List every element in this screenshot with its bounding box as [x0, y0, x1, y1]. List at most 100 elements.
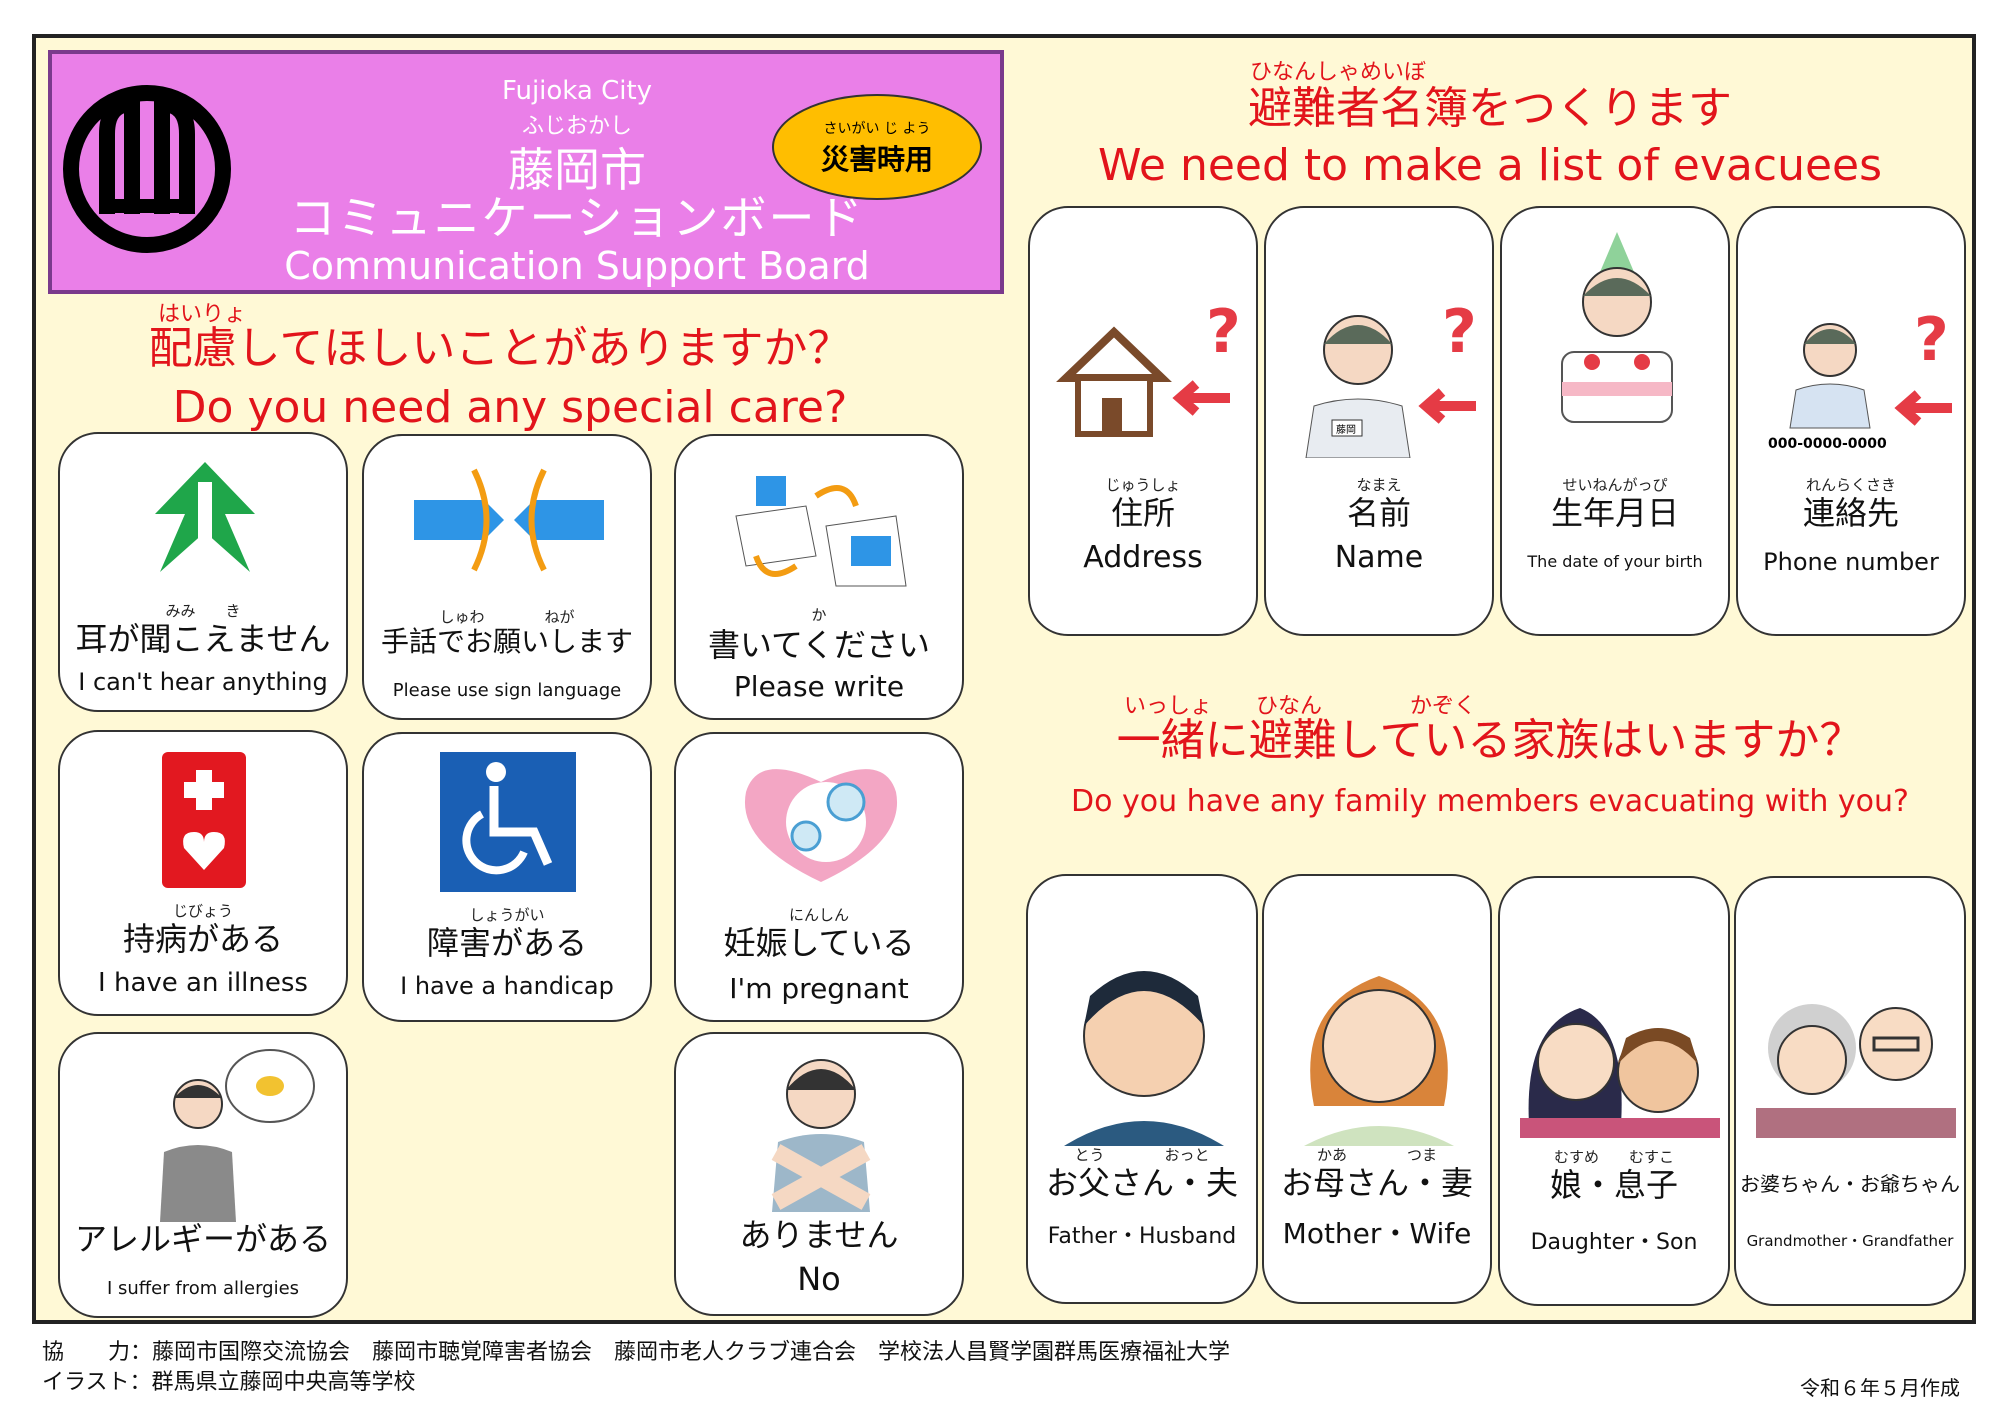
person-nametag-icon: 藤岡 ? — [1305, 297, 1477, 458]
card-phone-number[interactable]: ? 000-0000-0000 れんらくさき 連絡先 Phone number — [1736, 206, 1966, 636]
card-ruby: みみ き — [165, 602, 241, 620]
footer-date: 令和６年５月作成 — [1800, 1376, 1960, 1400]
evacuee-list-question-jp: 避難者名簿をつくります — [1248, 83, 1732, 134]
birthday-cake-icon — [1561, 232, 1673, 423]
person-phone-icon: ? 000-0000-0000 — [1768, 308, 1952, 448]
card-label-en: Daughter・Son — [1530, 1230, 1698, 1255]
card-sign-language[interactable]: しゅわ ねが 手話でお願いします Please use sign languag… — [362, 434, 652, 720]
family-question-en: Do you have any family members evacuatin… — [1071, 784, 1909, 819]
card-label-en: I have an illness — [98, 968, 308, 998]
wheelchair-icon — [440, 752, 576, 892]
card-ruby: しょうがい — [469, 906, 545, 924]
card-label-jp: 娘・息子 — [1549, 1166, 1678, 1204]
board-title-jp: コミュニケーションボード — [289, 191, 865, 245]
card-label-en: Address — [1083, 540, 1203, 575]
card-label-en: The date of your birth — [1527, 552, 1703, 571]
card-label-jp: 耳が聞こえません — [75, 620, 331, 658]
sign-language-hands-icon — [414, 468, 604, 572]
city-emblem-icon — [63, 85, 231, 253]
maternity-mark-icon — [744, 769, 898, 882]
card-pregnant[interactable]: にんしん 妊娠している I'm pregnant — [674, 732, 964, 1022]
city-name-jp: 藤岡市 — [508, 143, 646, 197]
city-name-kana: ふじおかし — [521, 114, 632, 139]
card-label-jp: 妊娠している — [723, 924, 915, 962]
grandparents-illustration-icon — [1756, 1004, 1956, 1138]
card-cannot-hear[interactable]: みみ き 耳が聞こえません I can't hear anything — [58, 432, 348, 712]
card-label-en: Phone number — [1763, 548, 1939, 576]
father-illustration-icon — [1064, 971, 1224, 1146]
family-ruby: いっしょ ひなん かぞく — [1124, 694, 1477, 719]
card-label-en: I have a handicap — [400, 972, 614, 1000]
card-ruby: か — [811, 606, 827, 624]
card-label-jp: お母さん・妻 — [1280, 1164, 1473, 1202]
card-no[interactable]: ありません No — [674, 1032, 964, 1316]
svg-text:?: ? — [1206, 298, 1241, 367]
card-ruby: とう おっと — [1074, 1146, 1210, 1164]
disaster-use-badge: さいがい じ よう 災害時用 — [772, 94, 982, 200]
house-question-icon: ? — [1056, 298, 1241, 437]
card-label-jp: 住所 — [1110, 494, 1175, 532]
card-label-en: I'm pregnant — [729, 972, 909, 1005]
card-handicap[interactable]: しょうがい 障害がある I have a handicap — [362, 732, 652, 1022]
card-label-jp: 生年月日 — [1550, 494, 1679, 532]
family-question-jp: 一緒に避難している家族はいますか？ — [1116, 715, 1864, 766]
footer-cooperation: 協 力：藤岡市国際交流協会 藤岡市聴覚障害者協会 藤岡市老人クラブ連合会 学校法… — [42, 1340, 1231, 1365]
card-allergies[interactable]: アレルギーがある I suffer from allergies — [58, 1032, 348, 1318]
card-label-en: Please write — [733, 670, 905, 703]
city-name-en: Fujioka City — [501, 76, 653, 106]
card-label-en: I suffer from allergies — [106, 1278, 300, 1299]
card-label-en: Please use sign language — [392, 680, 622, 701]
help-mark-icon — [162, 752, 246, 888]
card-ruby: むすめ むすこ — [1553, 1148, 1674, 1166]
card-grandparents[interactable]: お婆ちゃん・お爺ちゃん Grandmother・Grandfather — [1734, 876, 1966, 1306]
card-label-en: Name — [1334, 540, 1424, 575]
card-address[interactable]: ? じゅうしょ 住所 Address — [1028, 206, 1258, 636]
evacuee-list-question-en: We need to make a list of evacuees — [1097, 140, 1883, 191]
card-label-jp: 名前 — [1346, 494, 1411, 532]
card-mother-wife[interactable]: かあ つま お母さん・妻 Mother・Wife — [1262, 874, 1492, 1304]
card-label-jp: 手話でお願いします — [380, 625, 633, 658]
person-cross-arms-icon — [771, 1059, 871, 1212]
card-label-en: Mother・Wife — [1282, 1217, 1472, 1250]
badge-text: 災害時用 — [820, 143, 933, 176]
card-ruby: にんしん — [788, 906, 849, 924]
card-label-en: Father・Husband — [1047, 1224, 1237, 1249]
card-father-husband[interactable]: とう おっと お父さん・夫 Father・Husband — [1026, 874, 1258, 1304]
card-label-jp: お父さん・夫 — [1045, 1164, 1238, 1202]
card-label-en: No — [797, 1260, 841, 1298]
badge-ruby: さいがい じ よう — [823, 121, 931, 137]
card-ruby: しゅわ ねが — [439, 608, 575, 626]
evacuee-list-ruby: ひなんしゃめいぼ — [1250, 60, 1427, 85]
svg-text:?: ? — [1442, 297, 1477, 367]
header-banner: Fujioka City ふじおかし 藤岡市 コミュニケーションボード Comm… — [48, 50, 1004, 294]
special-care-question-jp: 配慮してほしいことがありますか？ — [148, 323, 852, 374]
card-label-jp: 連絡先 — [1802, 494, 1899, 532]
name-tag-text: 藤岡 — [1336, 424, 1356, 436]
card-birth-date[interactable]: せいねんがっぴ 生年月日 The date of your birth — [1500, 206, 1730, 636]
card-label-jp: ありません — [739, 1216, 899, 1254]
card-label-jp: 書いてください — [707, 626, 931, 664]
card-ruby: せいねんがっぴ — [1562, 476, 1668, 494]
card-ruby: じびょう — [172, 902, 233, 920]
card-please-write[interactable]: か 書いてください Please write — [674, 434, 964, 720]
special-care-question-en: Do you need any special care? — [172, 382, 848, 433]
person-allergy-icon — [160, 1049, 315, 1222]
card-ruby: かあ つま — [1316, 1146, 1437, 1164]
ear-symbol-icon — [155, 462, 255, 582]
card-label-jp: アレルギーがある — [74, 1220, 331, 1258]
card-ruby: なまえ — [1356, 476, 1402, 494]
children-illustration-icon — [1520, 1008, 1720, 1138]
svg-text:?: ? — [1914, 308, 1949, 375]
card-label-en: I can't hear anything — [78, 668, 328, 696]
card-ruby: じゅうしょ — [1105, 476, 1181, 494]
card-label-jp: 障害がある — [426, 924, 587, 962]
card-illness[interactable]: じびょう 持病がある I have an illness — [58, 730, 348, 1016]
phone-sample-text: 000-0000-0000 — [1768, 436, 1887, 448]
card-ruby: れんらくさき — [1805, 476, 1896, 494]
card-daughter-son[interactable]: むすめ むすこ 娘・息子 Daughter・Son — [1498, 876, 1730, 1306]
card-name[interactable]: 藤岡 ? なまえ 名前 Name — [1264, 206, 1494, 636]
writing-hand-icon — [735, 476, 907, 587]
footer-illustration-credit: イラスト：群馬県立藤岡中央高等学校 — [42, 1370, 416, 1395]
board-title-en: Communication Support Board — [284, 244, 870, 288]
card-label-jp: 持病がある — [122, 920, 283, 958]
